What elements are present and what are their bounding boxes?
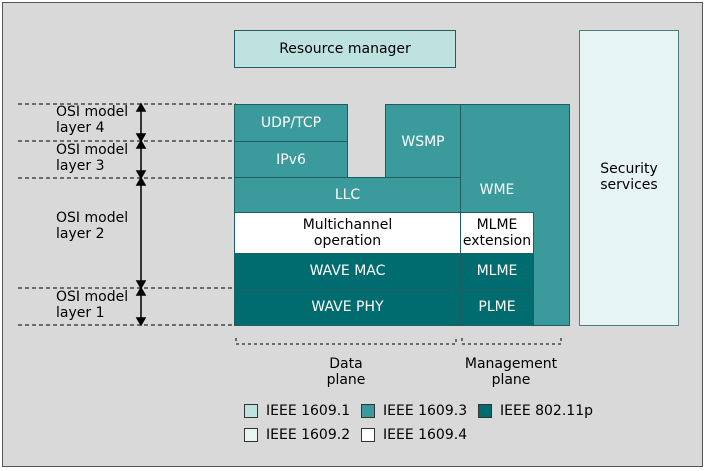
legend-label: IEEE 1609.4 — [383, 427, 468, 443]
plme-block: PLME — [460, 288, 534, 326]
mlme-extension-block: MLME extension — [460, 212, 534, 254]
legend-item: IEEE 1609.3 — [361, 403, 467, 419]
legend-label: IEEE 1609.3 — [383, 403, 468, 419]
data-plane-label: Data plane — [326, 356, 366, 388]
legend-label: IEEE 802.11p — [500, 403, 593, 419]
mlme-block: MLME — [460, 253, 534, 289]
wme-label: WME — [479, 182, 515, 198]
legend-item: IEEE 1609.2 — [244, 427, 350, 443]
wave-mac-block: WAVE MAC — [234, 253, 461, 289]
osi-layer-2-label: OSI model layer 2 — [56, 210, 129, 242]
legend-item: IEEE 1609.4 — [361, 427, 467, 443]
legend-item: IEEE 1609.1 — [244, 403, 350, 419]
legend-swatch — [478, 404, 492, 418]
security-services-block: Security services — [579, 30, 679, 326]
legend-swatch — [244, 428, 258, 442]
legend-swatch — [361, 404, 375, 418]
osi-layer-3-label: OSI model layer 3 — [56, 142, 129, 174]
legend-label: IEEE 1609.1 — [266, 403, 351, 419]
resource-manager-block: Resource manager — [234, 30, 456, 68]
wave-phy-block: WAVE PHY — [234, 288, 461, 326]
legend-item: IEEE 802.11p — [478, 403, 593, 419]
wsmp-block: WSMP — [385, 104, 461, 179]
legend-swatch — [244, 404, 258, 418]
llc-block: LLC — [234, 177, 461, 213]
legend-swatch — [361, 428, 375, 442]
osi-layer-1-label: OSI model layer 1 — [56, 289, 129, 321]
osi-layer-4-label: OSI model layer 4 — [56, 104, 129, 136]
legend-label: IEEE 1609.2 — [266, 427, 351, 443]
udp-tcp-block: UDP/TCP — [234, 104, 348, 142]
ipv6-block: IPv6 — [234, 141, 348, 179]
management-plane-label: Management plane — [464, 356, 558, 388]
multichannel-block: Multichannel operation — [234, 212, 461, 254]
